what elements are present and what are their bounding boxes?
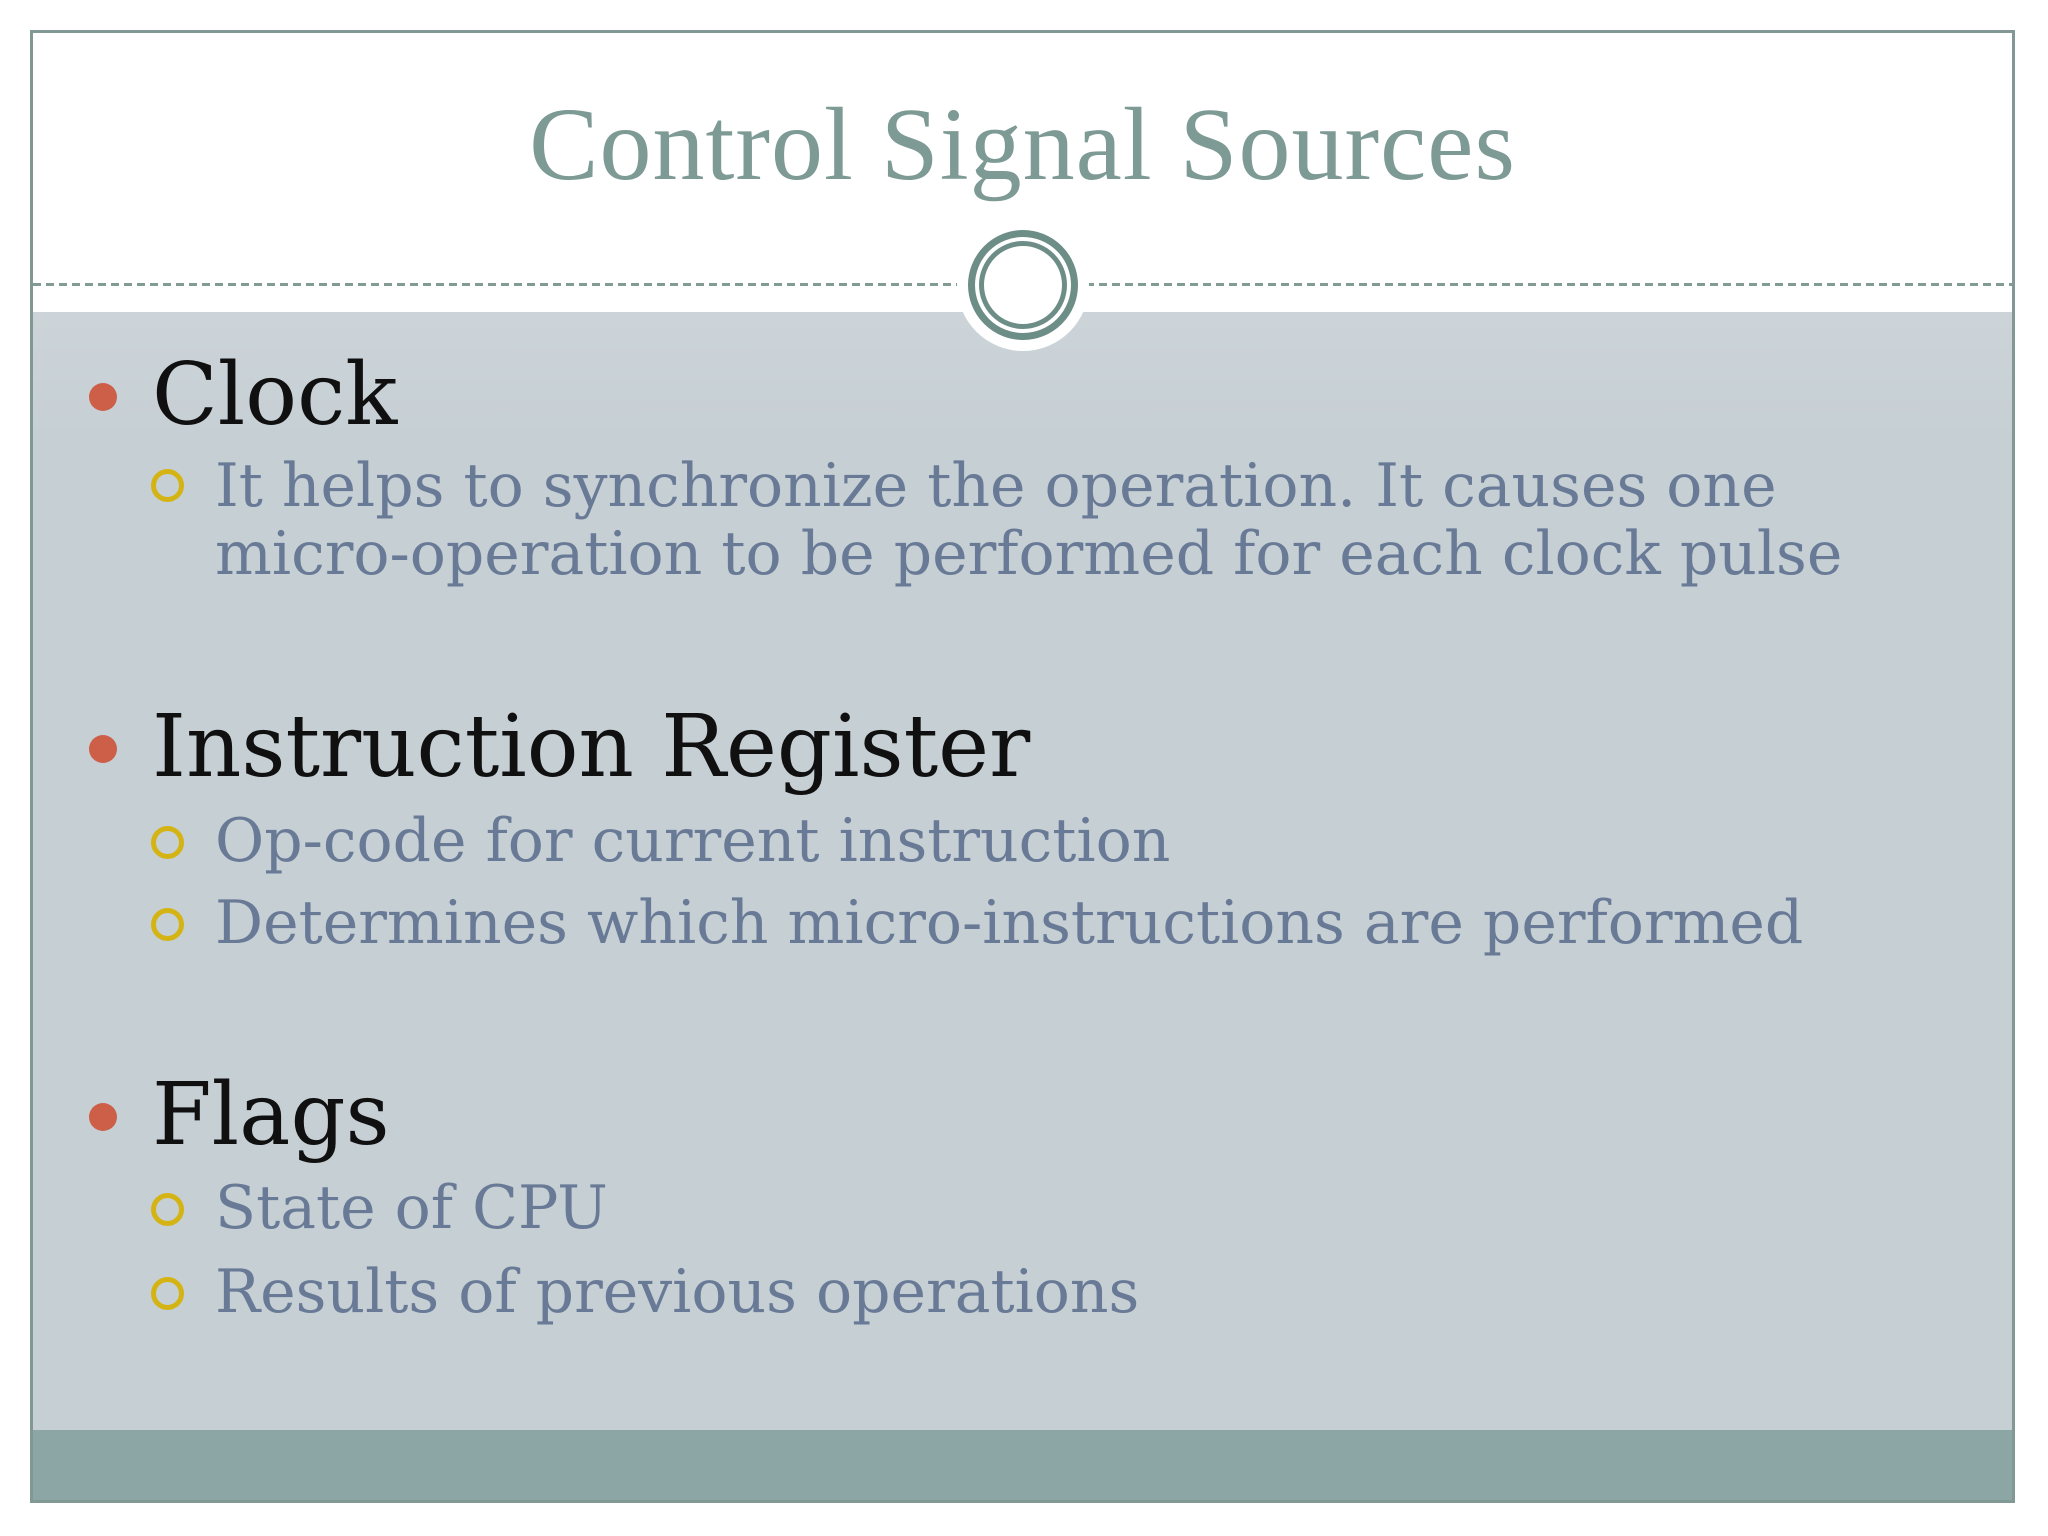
ornament-inner-ring <box>978 241 1067 329</box>
ornament-outer-ring <box>967 230 1078 340</box>
level1-bullet-icon <box>89 1103 117 1131</box>
bullet-heading: Instruction Register <box>152 697 1031 797</box>
level1-bullet-icon <box>89 383 117 411</box>
level2-bullet-icon <box>151 907 184 941</box>
sub-bullet-item: State of CPU <box>33 1166 2012 1250</box>
slide-body: Clock It helps to synchronize the operat… <box>33 312 2012 1430</box>
level2-bullet-icon <box>151 469 184 502</box>
page-title: Control Signal Sources <box>529 87 1516 202</box>
bullet-heading: Clock <box>152 345 398 445</box>
bullet-heading: Flags <box>152 1065 390 1165</box>
slide: Control Signal Sources Clock It helps to… <box>30 30 2015 1503</box>
footer-strip <box>33 1430 2012 1500</box>
sub-bullet-item: Op-code for current instruction <box>33 799 2012 883</box>
level2-bullet-icon <box>151 1276 184 1310</box>
divider-ornament-icon <box>956 219 1089 351</box>
sub-bullet-text: Results of previous operations <box>215 1257 1140 1327</box>
sub-bullet-item: Results of previous operations <box>33 1250 2012 1334</box>
sub-bullet-text: State of CPU <box>215 1173 608 1243</box>
sub-bullet-text: Op-code for current instruction <box>215 806 1171 876</box>
sub-bullet-text: Determines which micro-instructions are … <box>215 888 1804 958</box>
bullet-item-instruction-register: Instruction Register <box>33 697 2012 797</box>
sub-bullet-item: It helps to synchronize the operation. I… <box>33 452 2012 588</box>
sub-bullet-item: Determines which micro-instructions are … <box>33 881 2012 965</box>
bullet-item-clock: Clock <box>33 345 2012 445</box>
level2-bullet-icon <box>151 825 184 859</box>
level2-bullet-icon <box>151 1192 184 1226</box>
bullet-item-flags: Flags <box>33 1065 2012 1165</box>
level1-bullet-icon <box>89 735 117 763</box>
sub-bullet-text: It helps to synchronize the operation. I… <box>215 451 1843 589</box>
